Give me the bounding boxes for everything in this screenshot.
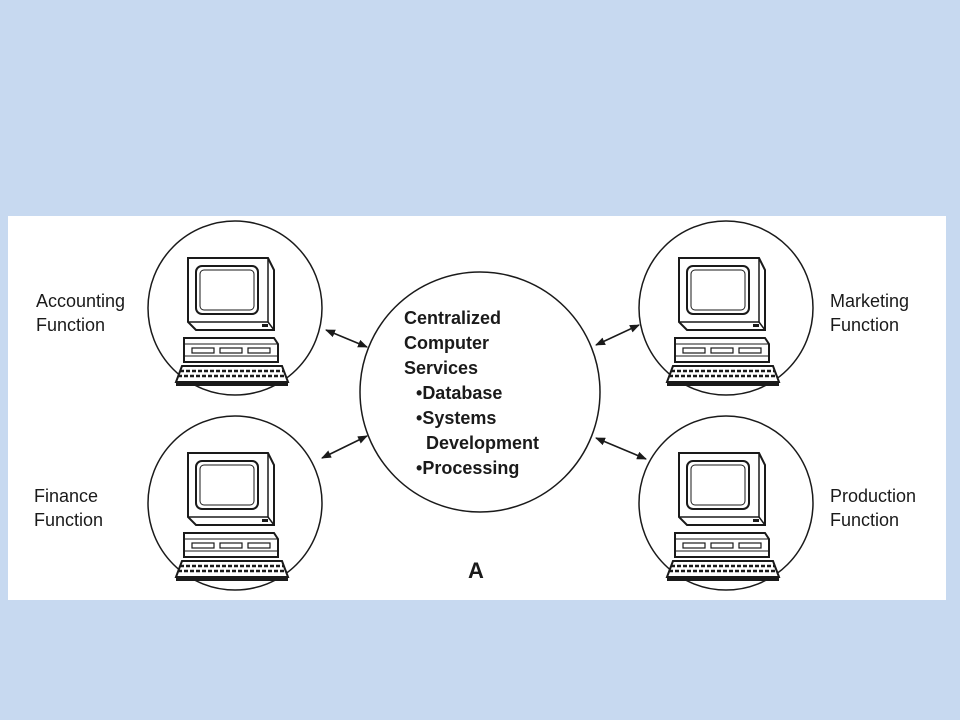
finance-function-label: Finance Function xyxy=(34,484,103,532)
bullet-text: Database xyxy=(422,383,503,403)
label-line: Marketing xyxy=(830,291,910,311)
bullet-marker: • xyxy=(416,383,423,403)
label-line: Function xyxy=(830,510,900,530)
arrow-finance-center xyxy=(321,435,368,459)
label-line: Production xyxy=(830,486,917,506)
arrow-marketing-center xyxy=(595,324,640,346)
label-line: Function xyxy=(830,315,900,335)
bullet-text: Systems xyxy=(422,408,497,428)
center-title-line: Services xyxy=(404,358,479,378)
production-function-label: Production Function xyxy=(830,484,916,532)
computer-workstation-icon xyxy=(665,451,781,583)
computer-workstation-icon xyxy=(665,256,781,388)
accounting-function-label: Accounting Function xyxy=(36,289,125,337)
center-title-line: Centralized xyxy=(404,308,502,328)
bullet-item-database: •Database xyxy=(404,381,584,406)
diagram-figure: Accounting Function Finance Function Mar… xyxy=(8,216,946,600)
label-line: Function xyxy=(36,315,106,335)
label-line: Function xyxy=(34,510,104,530)
centralized-services-text: Centralized Computer Services •Database … xyxy=(404,306,584,481)
marketing-function-label: Marketing Function xyxy=(830,289,909,337)
arrow-production-center xyxy=(595,437,647,460)
computer-workstation-icon xyxy=(174,451,290,583)
bullet-text: Processing xyxy=(422,458,520,478)
label-line: Accounting xyxy=(36,291,126,311)
arrow-accounting-center xyxy=(325,329,368,348)
centralized-services-circle xyxy=(359,271,601,513)
diagram-canvas xyxy=(147,220,814,591)
bullet-item-systems: •Systems xyxy=(404,406,584,431)
center-title-line: Computer xyxy=(404,333,489,353)
computer-workstation-icon xyxy=(174,256,290,388)
bullet-marker: • xyxy=(416,408,423,428)
bullet-item-processing: •Processing xyxy=(404,456,584,481)
bullet-marker: • xyxy=(416,458,423,478)
bullet-continuation: Development xyxy=(426,433,540,453)
figure-letter: A xyxy=(468,558,484,583)
label-line: Finance xyxy=(34,486,99,506)
